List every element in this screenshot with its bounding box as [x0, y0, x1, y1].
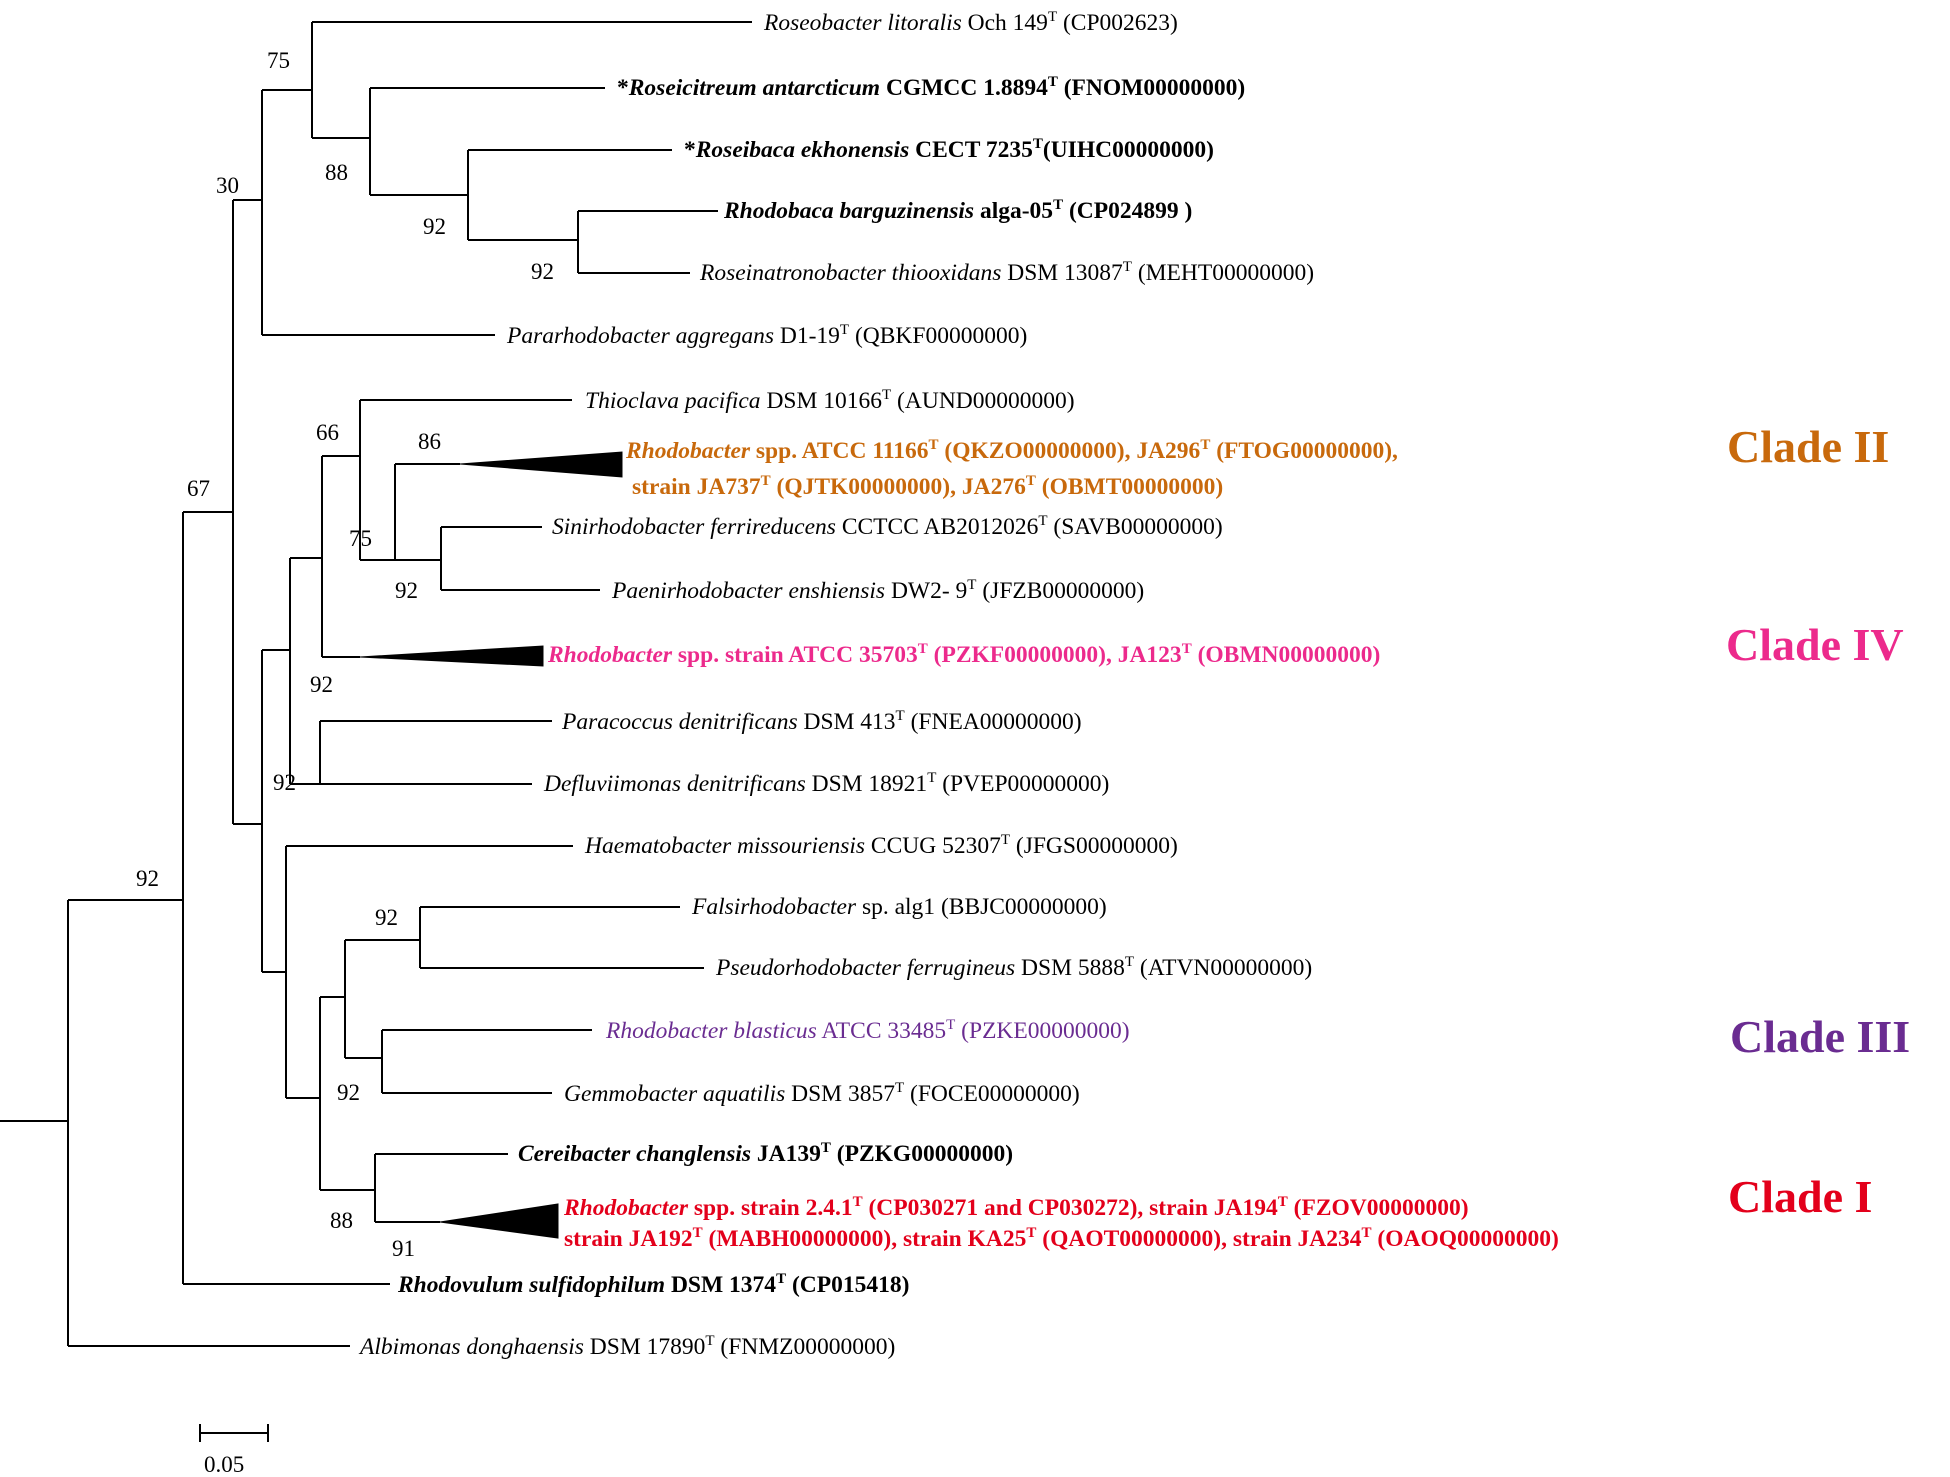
clade2-members-line2: strain JA737T (QJTK00000000), JA276T (OB… [632, 473, 1223, 500]
branch-n88 [312, 88, 371, 195]
branch-n75 [262, 22, 313, 138]
taxon-label-haematobacter: Haematobacter missouriensis CCUG 52307T … [584, 832, 1178, 859]
taxon-label-roseicitreum: *Roseicitreum antarcticum CGMCC 1.8894T … [617, 74, 1245, 101]
bootstrap-label: 66 [316, 420, 339, 445]
clade-label-i: Clade I [1728, 1171, 1872, 1222]
taxon-label-defluviimonas: Defluviimonas denitrificans DSM 18921T (… [543, 770, 1109, 797]
taxon-labels: Roseobacter litoralis Och 149T (CP002623… [358, 9, 1314, 1360]
clade2-members-line1: Rhodobacter spp. ATCC 11166T (QKZO000000… [625, 437, 1398, 464]
branch-n92d [290, 721, 321, 785]
taxon-label-falsirhodobacter: Falsirhodobacter sp. alg1 (BBJC00000000) [691, 894, 1107, 920]
branch-n-lower [233, 650, 263, 972]
branch-n88b [320, 1154, 376, 1222]
bootstrap-label: 92 [375, 905, 398, 930]
taxon-label-paracoccus: Paracoccus denitrificans DSM 413T (FNEA0… [561, 708, 1082, 735]
branch-n86 [360, 464, 396, 561]
branch-n92f [345, 1030, 383, 1093]
branch-n-cereib [286, 997, 321, 1190]
collapsed-clade4-triangle [359, 645, 544, 667]
bootstrap-label: 86 [418, 429, 441, 454]
clade-label-iii: Clade III [1730, 1011, 1910, 1062]
collapsed-clade-labels: Rhodobacter spp. ATCC 11166T (QKZO000000… [547, 437, 1559, 1252]
bootstrap-label: 92 [273, 770, 296, 795]
branch-n-upper [262, 558, 291, 784]
branch-n92a [370, 150, 469, 240]
bootstrap-label: 92 [531, 259, 554, 284]
taxon-label-cereibacter: Cereibacter changlensis JA139T (PZKG0000… [518, 1140, 1013, 1167]
bootstrap-label: 92 [310, 672, 333, 697]
tree-branches [0, 21, 752, 1347]
bootstrap-label: 30 [216, 173, 239, 198]
clade4-members: Rhodobacter spp. strain ATCC 35703T (PZK… [547, 641, 1380, 668]
taxon-label-pseudorhodobacter: Pseudorhodobacter ferrugineus DSM 5888T … [715, 954, 1312, 981]
taxon-label-sinirhodobacter: Sinirhodobacter ferrireducens CCTCC AB20… [552, 513, 1223, 540]
bootstrap-label: 75 [267, 48, 290, 73]
bootstrap-label: 88 [325, 160, 348, 185]
scale-bar-label: 0.05 [204, 1452, 244, 1477]
bootstrap-label: 67 [187, 476, 210, 501]
bootstrap-label: 88 [330, 1208, 353, 1233]
taxon-label-paenirhodobacter: Paenirhodobacter enshiensis DW2- 9T (JFZ… [611, 577, 1144, 604]
taxon-label-albimonas: Albimonas donghaensis DSM 17890T (FNMZ00… [358, 1333, 895, 1360]
taxon-label-roseobacter: Roseobacter litoralis Och 149T (CP002623… [763, 9, 1178, 36]
branch-n30 [233, 90, 263, 335]
branch-n75b [322, 400, 361, 560]
scale-bar: 0.05 [199, 1424, 269, 1477]
bootstrap-label: 75 [349, 526, 372, 551]
bootstrap-values: 75 88 30 92 92 67 66 86 75 92 92 92 92 9… [136, 48, 554, 1261]
branch-n92e [345, 907, 421, 968]
taxon-label-pararhodobacter: Pararhodobacter aggregans D1-19T (QBKF00… [506, 322, 1027, 349]
taxon-label-gemmobacter: Gemmobacter aquatilis DSM 3857T (FOCE000… [564, 1080, 1080, 1107]
bootstrap-label: 91 [392, 1236, 415, 1261]
clade1-members-line1: Rhodobacter spp. strain 2.4.1T (CP030271… [563, 1194, 1469, 1221]
branch-main [68, 512, 184, 1284]
bootstrap-label: 92 [395, 578, 418, 603]
branch-n92b [468, 211, 579, 273]
taxon-label-thioclava: Thioclava pacifica DSM 10166T (AUND00000… [585, 387, 1075, 414]
clade-label-iv: Clade IV [1726, 619, 1904, 670]
clade-labels: Clade II Clade IV Clade III Clade I [1726, 421, 1910, 1222]
branch-n-haem [262, 846, 287, 1098]
taxon-label-rhodobaca: Rhodobaca barguzinensis alga-05T (CP0248… [723, 197, 1192, 224]
taxon-label-roseibaca: *Roseibaca ekhonensis CECT 7235T(UIHC000… [684, 136, 1214, 163]
bootstrap-label: 92 [136, 866, 159, 891]
branch-n67 [183, 200, 234, 824]
bootstrap-label: 92 [337, 1080, 360, 1105]
clade-label-ii: Clade II [1727, 421, 1889, 472]
collapsed-clade1-triangle [439, 1203, 559, 1239]
scale-bar-line [199, 1424, 269, 1442]
collapsed-clade2-triangle [459, 451, 623, 478]
taxon-label-rhodovulum: Rhodovulum sulfidophilum DSM 1374T (CP01… [397, 1271, 909, 1298]
branch-n92c [395, 527, 442, 590]
taxon-label-roseinatronobacter: Roseinatronobacter thiooxidans DSM 13087… [699, 259, 1314, 286]
branch-root [0, 900, 69, 1346]
taxon-label-rhodobacter-blasticus: Rhodobacter blasticus ATCC 33485T (PZKE0… [605, 1017, 1130, 1044]
clade1-members-line2: strain JA192T (MABH00000000), strain KA2… [564, 1225, 1559, 1252]
bootstrap-label: 92 [423, 214, 446, 239]
branch-n66 [290, 456, 323, 657]
branch-n-falsi [320, 940, 346, 1058]
